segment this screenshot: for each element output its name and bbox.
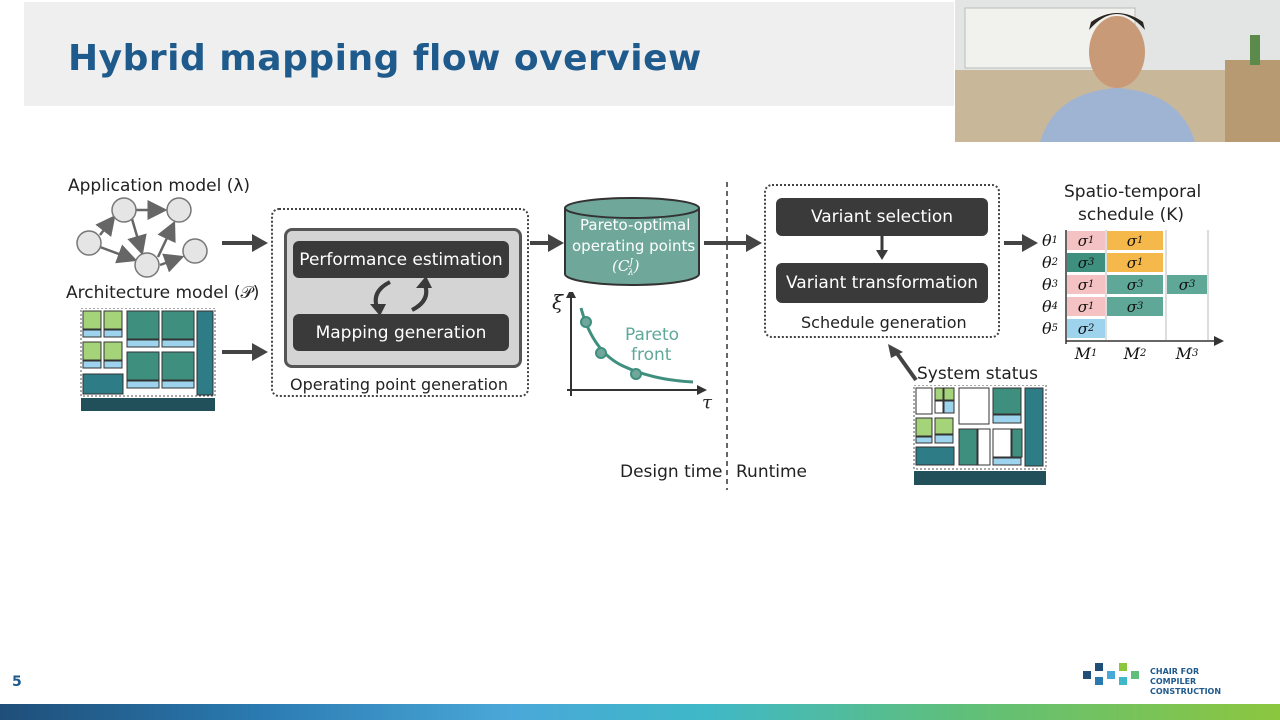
- title-bar: [24, 2, 954, 106]
- pareto-db-line1: Pareto-optimal: [580, 216, 691, 234]
- performance-estimation-text: Performance estimation: [299, 249, 503, 270]
- mapping-generation-box: Mapping generation: [293, 314, 509, 351]
- mapping-generation-text: Mapping generation: [315, 322, 487, 343]
- schedule-grid: [1065, 230, 1224, 346]
- arrow-to-schedule: [1004, 234, 1038, 252]
- app-node-1: [76, 230, 102, 256]
- footer-color-bar: [0, 704, 1280, 720]
- application-model-label: Application model (λ): [68, 176, 250, 196]
- pareto-front-label-2: front: [631, 345, 672, 365]
- architecture-model-text: Architecture model (𝒫): [66, 283, 260, 303]
- pareto-point-1: [580, 316, 592, 328]
- schedule-generation-container: [764, 184, 1000, 338]
- logo-line1: CHAIR FOR: [1150, 667, 1200, 676]
- variant-selection-text: Variant selection: [810, 207, 954, 227]
- variant-transformation-text: Variant transformation: [785, 273, 979, 293]
- logo-line3: CONSTRUCTION: [1150, 687, 1222, 696]
- design-runtime-divider: [726, 182, 728, 490]
- performance-estimation-box: Performance estimation: [293, 241, 509, 278]
- operating-point-generation-container: [271, 208, 529, 397]
- schedule-title-text: schedule (K): [1078, 205, 1185, 225]
- schedule-title-line2: schedule (K): [1078, 205, 1184, 225]
- schedule-title-line1: Spatio-temporal: [1064, 182, 1202, 202]
- pareto-db-close: ): [633, 257, 640, 275]
- pareto-db-sup: J: [629, 258, 633, 268]
- pareto-db-paren-c: (C: [612, 257, 630, 275]
- application-model-text: Application model (λ): [68, 176, 251, 196]
- arrow-to-schedule-generation: [704, 234, 762, 252]
- runtime-label: Runtime: [736, 462, 808, 482]
- system-status-arrow: [888, 344, 918, 382]
- arrow-to-pareto-db: [530, 234, 564, 252]
- input-arrows: [222, 234, 268, 361]
- logo-line2: COMPILER: [1150, 677, 1197, 686]
- pareto-point-3: [630, 368, 642, 380]
- presenter-video-frame: [955, 0, 1280, 142]
- pareto-db-line3: (CJλ): [612, 257, 640, 278]
- pareto-front-plot: [566, 292, 707, 396]
- pareto-db-line2: operating points: [572, 237, 696, 255]
- axis-xi-label: ξ: [552, 290, 564, 314]
- system-status-label: System status: [917, 364, 1039, 384]
- app-node-3: [166, 197, 192, 223]
- app-node-4: [134, 252, 160, 278]
- system-status-diagram: [913, 385, 1047, 485]
- axis-tau-label: τ: [702, 392, 712, 413]
- application-graph: [76, 197, 208, 278]
- app-node-5: [182, 238, 208, 264]
- app-node-2: [111, 197, 137, 223]
- architecture-model-label: Architecture model (𝒫): [66, 283, 259, 303]
- selection-to-transformation-arrow: [876, 236, 888, 260]
- chair-logo-icon: [1083, 663, 1139, 685]
- variant-transformation-box: Variant transformation: [776, 263, 988, 303]
- schedule-x-axis-arrow: [1214, 336, 1224, 346]
- pareto-point-2: [595, 347, 607, 359]
- pareto-front-label-1: Pareto: [625, 325, 680, 345]
- webcam-video: [955, 0, 1280, 142]
- feedback-loop-arrows: [370, 276, 432, 316]
- pareto-db-cylinder: [564, 197, 700, 286]
- page-number: 5: [12, 674, 22, 690]
- slide-title: Hybrid mapping flow overview: [68, 38, 702, 79]
- variant-selection-box: Variant selection: [776, 198, 988, 236]
- design-time-label: Design time: [620, 462, 723, 482]
- pareto-db-sub: λ: [627, 268, 634, 278]
- operating-point-generation-label: Operating point generation: [290, 375, 508, 394]
- schedule-generation-label: Schedule generation: [801, 313, 967, 332]
- architecture-diagram: [80, 308, 216, 411]
